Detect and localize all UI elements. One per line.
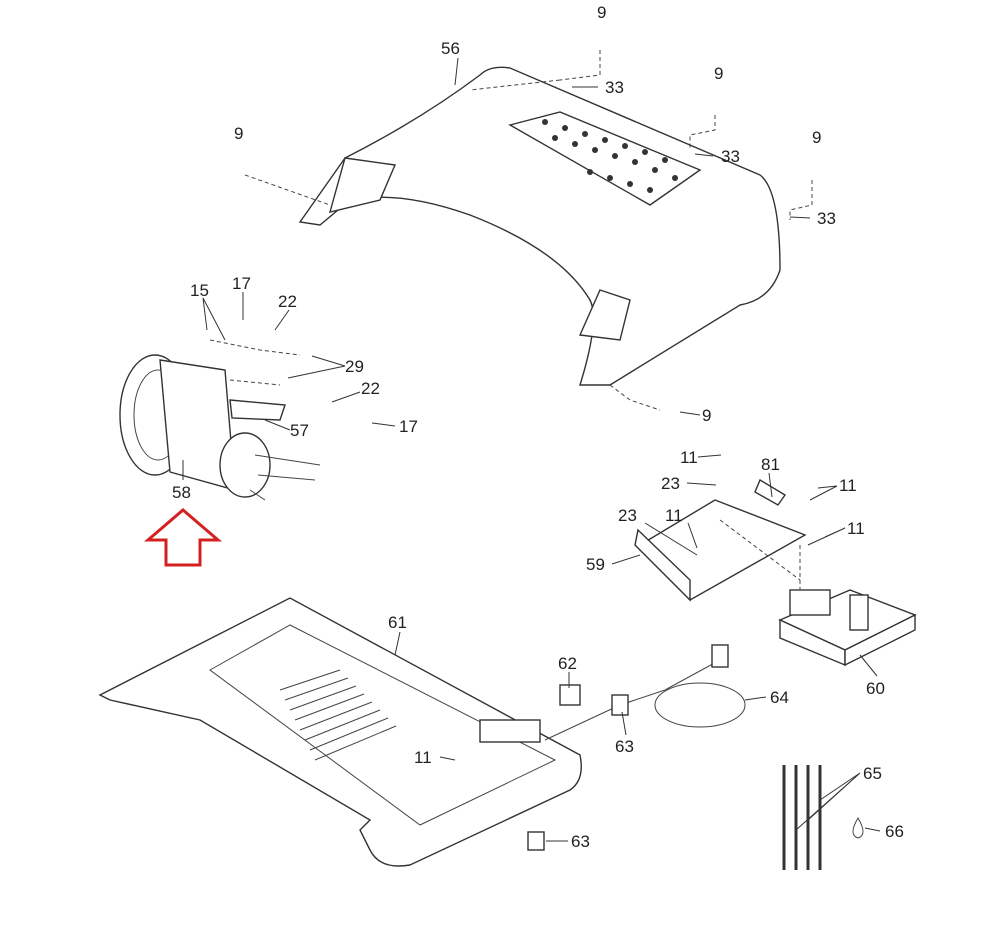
callout-22: 22 [278, 292, 297, 311]
callout-11: 11 [839, 476, 857, 495]
callout-57: 57 [290, 421, 309, 440]
callout-63: 63 [615, 737, 634, 756]
callout-29: 29 [345, 357, 364, 376]
callout-15: 15 [190, 281, 209, 300]
callout-9: 9 [714, 64, 723, 83]
callout-60: 60 [866, 679, 885, 698]
callout-33: 33 [605, 78, 624, 97]
callout-56: 56 [441, 39, 460, 58]
callout-64: 64 [770, 688, 789, 707]
callout-59: 59 [586, 555, 605, 574]
mounting-plate-part-59 [634, 478, 807, 602]
callout-33: 33 [721, 147, 740, 166]
wire-clip-part-66 [852, 817, 864, 839]
callout-65: 65 [863, 764, 882, 783]
callout-63: 63 [571, 832, 590, 851]
callout-11: 11 [414, 748, 432, 767]
callout-17: 17 [232, 274, 251, 293]
callout-22: 22 [361, 379, 380, 398]
callout-11: 11 [665, 506, 683, 525]
callout-11: 11 [680, 448, 698, 467]
callout-9: 9 [597, 3, 606, 22]
callout-66: 66 [885, 822, 904, 841]
callout-23: 23 [618, 506, 637, 525]
callout-81: 81 [761, 455, 780, 474]
callout-17: 17 [399, 417, 418, 436]
base-pan-part-61 [98, 597, 582, 867]
callout-23: 23 [661, 474, 680, 493]
power-cord-part-64 [527, 644, 746, 851]
callout-11: 11 [847, 519, 865, 538]
callout-62: 62 [558, 654, 577, 673]
callout-61: 61 [388, 613, 407, 632]
cable-ties-part-65 [782, 765, 822, 870]
callout-33: 33 [817, 209, 836, 228]
callout-58: 58 [172, 483, 191, 502]
callout-labels: 9 9 9 9 9 56 33 33 33 15 17 22 29 22 57 … [172, 3, 904, 851]
motor-hood-part-56 [298, 66, 781, 386]
callout-9: 9 [702, 406, 711, 425]
callout-9: 9 [812, 128, 821, 147]
drive-motor-part-58 [119, 354, 321, 501]
highlight-arrow-icon [143, 508, 223, 567]
callout-9: 9 [234, 124, 243, 143]
motor-controller-part-60 [778, 589, 917, 667]
